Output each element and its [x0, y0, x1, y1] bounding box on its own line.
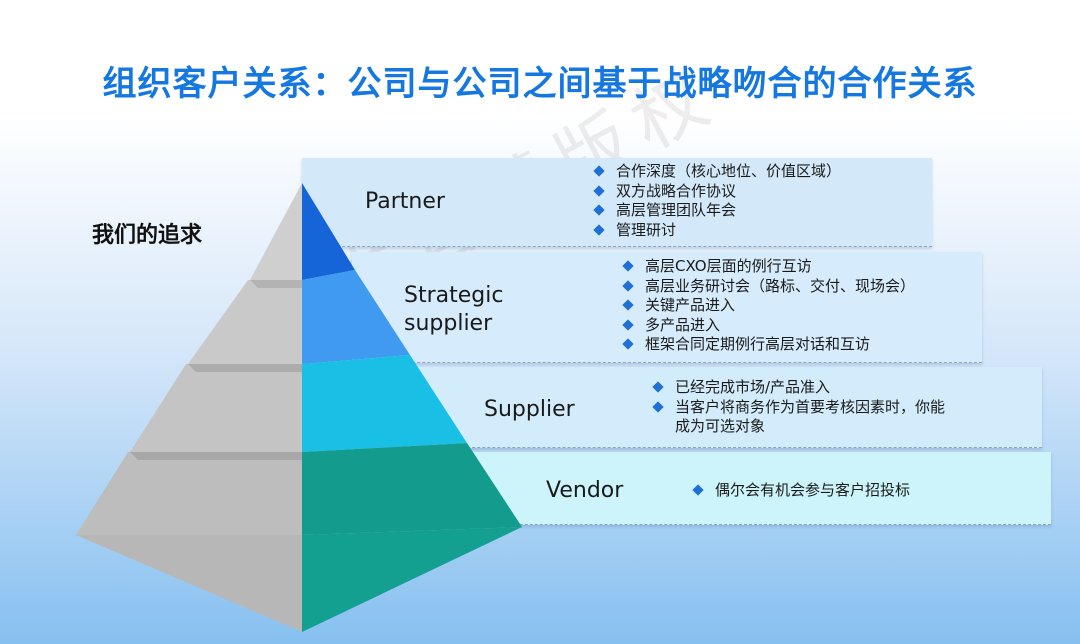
pyramid-ledge-3 — [130, 452, 302, 460]
pyramid-face-partner-grey — [250, 183, 302, 280]
pyramid-face-partner — [302, 183, 355, 280]
partner-bullets: 合作深度（核心地位、价值区域） 双方战略合作协议 高层管理团队年会 管理研讨 — [592, 162, 841, 240]
list-item: 高层业务研讨会（路标、交付、现场会） — [621, 277, 915, 297]
list-item: 双方战略合作协议 — [592, 182, 841, 202]
tier-label-strategic-supplier: Strategic supplier — [404, 283, 504, 336]
list-item: 合作深度（核心地位、价值区域） — [592, 162, 841, 182]
pursuit-label: 我们的追求 — [92, 223, 203, 248]
diamond-bullet-icon — [622, 318, 634, 331]
supplier-bullets: 已经完成市场/产品准入 当客户将商务作为首要考核因素时，你能成为可选对象 — [651, 378, 951, 437]
pyramid-face-supplier-grey — [130, 364, 302, 452]
diamond-bullet-icon — [593, 165, 605, 177]
list-item: 偶尔会有机会参与客户招投标 — [691, 481, 910, 501]
pyramid-face-strategic-grey — [188, 280, 302, 364]
pyramid-base-grey — [76, 535, 302, 632]
list-item: 高层管理团队年会 — [592, 201, 841, 221]
tier-box-partner — [302, 158, 932, 247]
diamond-bullet-icon — [622, 260, 634, 272]
pyramid-face-supplier — [302, 355, 467, 452]
tier-label-vendor: Vendor — [546, 478, 624, 503]
diamond-bullet-icon — [652, 400, 664, 413]
pyramid-face-strategic — [302, 270, 410, 364]
tier-box-supplier — [402, 367, 1042, 448]
list-item: 管理研讨 — [592, 221, 841, 241]
list-item: 框架合同定期例行高层对话和互访 — [621, 335, 915, 355]
list-item: 关键产品进入 — [621, 296, 915, 316]
pyramid-face-vendor — [302, 443, 522, 535]
vendor-bullets: 偶尔会有机会参与客户招投标 — [691, 481, 910, 501]
diamond-bullet-icon — [622, 279, 634, 292]
list-item: 高层CXO层面的例行互访 — [621, 257, 915, 277]
diamond-bullet-icon — [593, 184, 605, 197]
diamond-bullet-icon — [652, 381, 664, 393]
list-item: 多产品进入 — [621, 316, 915, 336]
tier-label-partner: Partner — [365, 189, 445, 214]
tier-label-supplier: Supplier — [484, 397, 575, 422]
pyramid-ledge-1 — [250, 280, 302, 288]
diamond-bullet-icon — [622, 299, 634, 311]
pyramid-base-teal — [302, 527, 522, 632]
pyramid-ledge-2 — [188, 364, 302, 372]
diamond-bullet-icon — [593, 223, 605, 236]
tier-box-strategic-supplier — [352, 252, 982, 363]
diamond-bullet-icon — [622, 338, 634, 350]
tier-box-vendor — [455, 452, 1051, 525]
strategic-supplier-bullets: 高层CXO层面的例行互访 高层业务研讨会（路标、交付、现场会） 关键产品进入 多… — [621, 257, 915, 355]
page-title: 组织客户关系：公司与公司之间基于战略吻合的合作关系 — [102, 64, 978, 104]
diamond-bullet-icon — [692, 484, 704, 496]
list-item: 已经完成市场/产品准入 — [651, 378, 951, 398]
list-item: 当客户将商务作为首要考核因素时，你能成为可选对象 — [651, 398, 951, 437]
diamond-bullet-icon — [593, 204, 605, 216]
pyramid-face-vendor-grey — [76, 452, 302, 535]
